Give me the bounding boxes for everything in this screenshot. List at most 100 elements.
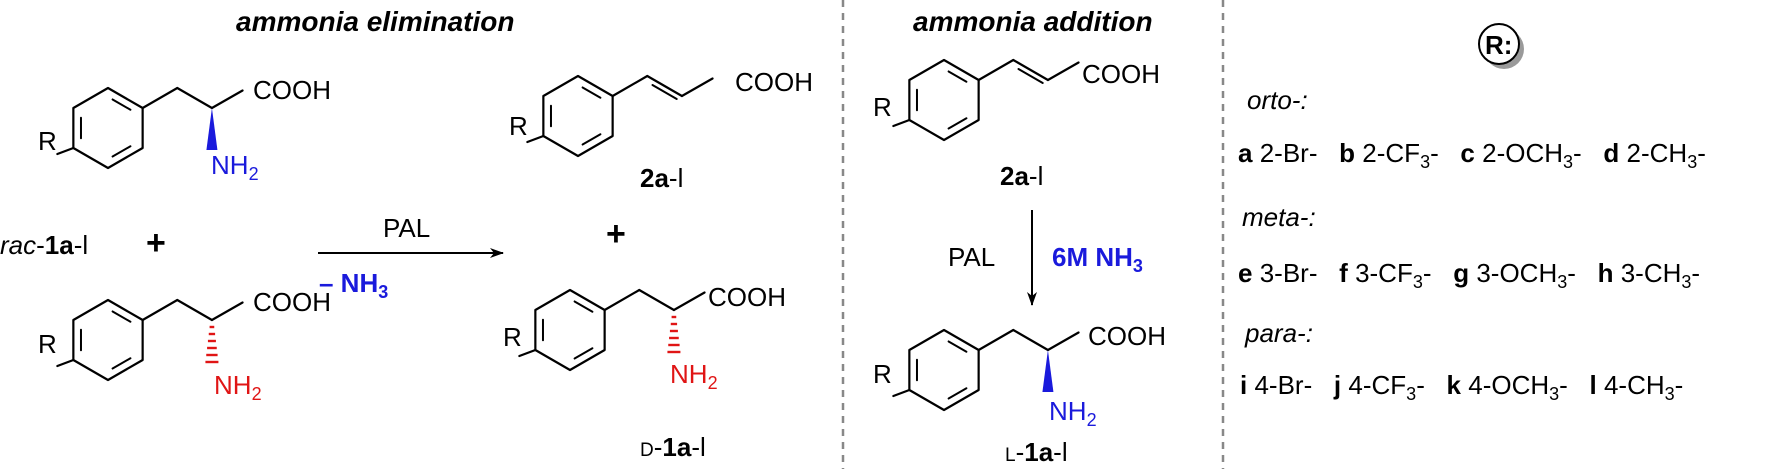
legend-meta-row: e 3-Br- f 3-CF3- g 3-OCH3- h 3-CH3- [1238,258,1700,291]
mol-b-ring-inner-bond-1 [111,357,132,370]
legend-item-g-sub: 3 [1557,272,1568,292]
mol-f-r-label: R [873,359,892,389]
mol-f-bond-ch2-calpha [1012,328,1050,352]
mol-c-benzene-ring [542,74,614,158]
racemate-num: 1a [44,230,74,260]
legend-item-h-letter: h [1597,258,1614,288]
mol-f-benzene-ring [908,328,980,412]
elimination-nh3-sub: 3 [378,282,389,302]
mol-c-cooh-label: COOH [735,67,813,97]
legend-item-e-letter: e [1238,258,1253,288]
legend-item-l-tail: - [1674,370,1684,400]
mol-a-bond-ch2-calpha [176,86,214,110]
mol-d-benzene-ring [534,288,606,372]
legend-item-b-sub: 3 [1420,152,1431,172]
mol-c-num: 2a [640,163,669,193]
legend-item-d-tail: - [1697,138,1706,168]
legend-item-g-tail: - [1567,258,1576,288]
mol-a-wedge-bond [206,108,218,150]
mol-f-r-bond [892,388,911,398]
mol-a-nh: NH [211,150,249,180]
mol-b-ring-inner-bond-0 [111,310,132,323]
legend-item-f-text: 3-CF [1355,258,1413,288]
mol-f-nh2-sub: 2 [1086,410,1097,430]
mol-e-benzene-ring [908,58,980,142]
mol-a-r-label: R [38,126,57,156]
mol-d-prefix: D [640,440,654,461]
mol-a-cooh-label: COOH [253,75,331,105]
legend-item-g-letter: g [1453,258,1470,288]
mol-f-nh2-label: NH2 [1049,396,1097,429]
mol-c-r-label: R [509,111,528,141]
mol-e-bond-alkene [1012,58,1050,82]
mol-e-r-bond [892,118,911,128]
mol-e-ring-inner-bond-1 [947,117,968,130]
legend-item-c-letter: c [1460,138,1475,168]
mol-b-benzene-ring [72,298,144,382]
legend-item-f-tail: - [1422,258,1432,288]
mol-a-r-bond [56,146,75,156]
mol-c-bond-alkene [646,74,684,98]
mol-d-ring-inner-bond-0 [573,300,594,313]
addition-reagent-label: 6M NH3 [1052,244,1143,275]
mol-f-wedge-bond [1042,350,1054,392]
mol-e-bond-ring-alkene [977,58,1015,82]
mol-b-nh2-sub: 2 [251,384,262,404]
legend-item-h-text: 3-CH [1620,258,1682,288]
mol-f-nh: NH [1049,396,1087,426]
legend-item-d-letter: d [1603,138,1620,168]
legend-item-c-sub: 3 [1563,152,1574,172]
legend-orto-title: orto-: [1247,85,1308,115]
legend-item-j-sub: 3 [1406,384,1417,404]
legend-item-l-letter: l [1589,370,1597,400]
mol-e-bond-alkene-double [1017,68,1044,84]
mol-d-suffix: -l [691,432,706,462]
mol-b-nh: NH [214,370,252,400]
mol-f-suffix: -l [1053,437,1068,467]
mol-d-ring-inner-bond-1 [573,347,594,360]
heading-ammonia-addition: ammonia addition [913,6,1153,37]
heading-ammonia-elimination: ammonia elimination [236,6,515,37]
legend-item-b-tail: - [1430,138,1439,168]
legend-para-title: para-: [1245,318,1313,348]
legend-item-j-letter: j [1333,370,1342,400]
legend-item-l-text: 4-CH [1603,370,1665,400]
mol-d-compound-label: D-1a-l [640,434,706,460]
mol-c-bond-alkene-double [651,84,678,100]
mol-e-suffix: -l [1028,161,1044,191]
mol-d-nh2-sub: 2 [707,373,718,393]
legend-item-k-text: 4-OCH [1468,370,1550,400]
mol-d-cooh-label: COOH [708,282,786,312]
mol-d-r-bond [518,348,537,358]
mol-c-suffix: -l [668,163,684,193]
mol-b-nh2-label: NH2 [214,370,262,403]
mol-f-bond-ring-ch2 [977,328,1015,352]
mol-d-bond-calpha-cooh [672,291,706,312]
mol-f-prefix: L [1005,445,1016,466]
elimination-minus-nh: – NH [319,268,379,298]
legend-item-k-tail: - [1559,370,1568,400]
badge-label: R: [1485,30,1513,60]
mol-b-bond-calpha-cooh [210,301,244,322]
legend-item-b-letter: b [1339,138,1356,168]
racemate-dash: - [36,230,45,260]
mol-c-ring-inner-bond-1 [581,133,602,146]
racemate-label: rac-1a-l [0,232,88,258]
mol-f-dash: - [1015,437,1025,467]
racemate-suffix: -l [73,230,89,260]
mol-c-r-bond [526,134,545,144]
mol-a-ring-inner-bond-0 [111,98,132,111]
plus-sign-left: + [146,224,166,262]
legend-para-row: i 4-Br- j 4-CF3- k 4-OCH3- l 4-CH3- [1240,370,1684,403]
addition-enzyme-label: PAL [948,242,996,272]
mol-c-compound-label: 2a-l [640,165,683,191]
mol-a-nh2-sub: 2 [248,164,259,184]
mol-a-bond-ring-ch2 [141,86,179,110]
mol-f-num: 1a [1024,437,1054,467]
mol-b-bond-ch2-calpha [176,298,214,322]
mol-e-compound-label: 2a-l [1000,163,1043,189]
legend-item-j-tail: - [1416,370,1425,400]
mol-b-r-label: R [38,329,57,359]
legend-item-l-sub: 3 [1664,384,1675,404]
